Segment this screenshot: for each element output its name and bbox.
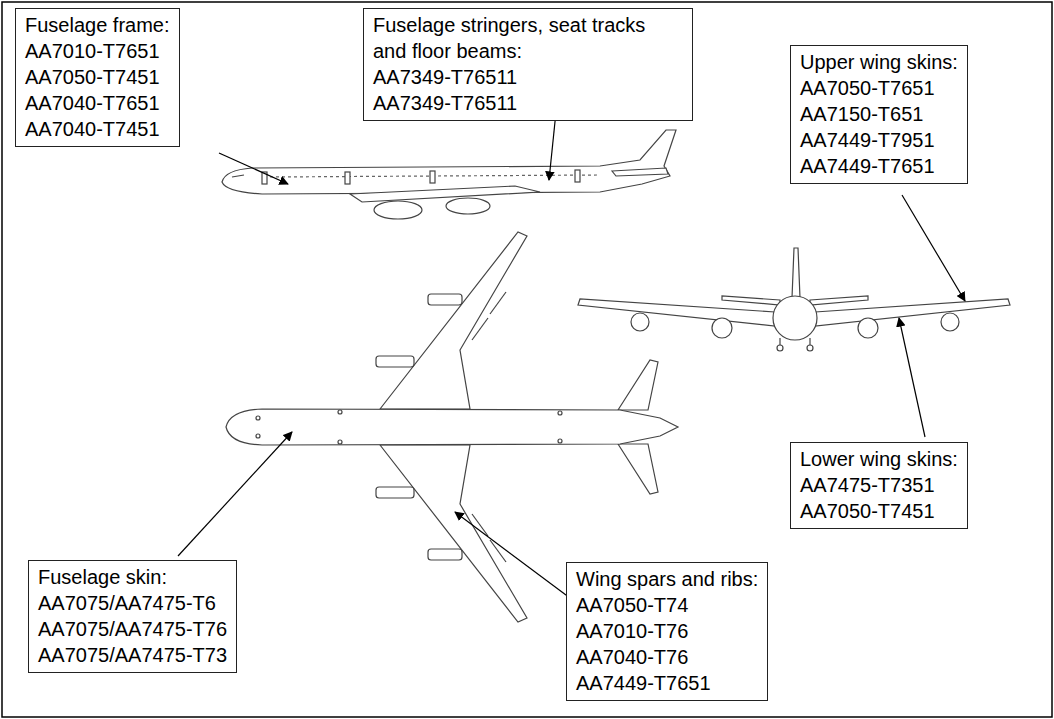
alloy-designation: AA7040-T76 [576,644,758,670]
callout-box: Fuselage frame:AA7010-T7651AA7050-T7451A… [15,8,180,147]
alloy-designation: AA7449-T7951 [800,127,958,153]
alloy-designation: AA7349-T76511 [373,90,683,116]
alloy-designation: AA7075/AA7475-T73 [38,642,227,668]
leader-line [178,432,292,556]
box-heading: Fuselage frame: [25,12,170,38]
leader-line [549,112,556,180]
alloy-designation: AA7075/AA7475-T6 [38,590,227,616]
alloy-designation: AA7050-T74 [576,592,758,618]
side-view-aircraft [222,130,676,219]
callout-box: Fuselage stringers, seat tracks and floo… [363,8,693,121]
alloy-designation: AA7010-T7651 [25,38,170,64]
leader-line [902,195,965,301]
callout-box: Lower wing skins:AA7475-T7351AA7050-T745… [790,442,968,529]
alloy-designation: AA7075/AA7475-T76 [38,616,227,642]
front-view-aircraft [578,248,1010,351]
alloy-designation: AA7050-T7451 [800,498,958,524]
alloy-designation: AA7449-T7651 [576,670,758,696]
alloy-designation: AA7040-T7651 [25,90,170,116]
alloy-designation: AA7475-T7351 [800,472,958,498]
alloy-designation: AA7050-T7651 [800,75,958,101]
alloy-designation: AA7010-T76 [576,618,758,644]
alloy-designation: AA7349-T76511 [373,64,683,90]
leader-line [899,318,925,437]
alloy-designation: AA7449-T7651 [800,153,958,179]
box-heading: Upper wing skins: [800,49,958,75]
box-heading: Fuselage skin: [38,564,227,590]
callout-box: Upper wing skins:AA7050-T7651AA7150-T651… [790,45,968,184]
box-heading: Lower wing skins: [800,446,958,472]
alloy-designation: AA7050-T7451 [25,64,170,90]
leader-line [219,153,288,184]
alloy-designation: AA7040-T7451 [25,116,170,142]
callout-box: Wing spars and ribs:AA7050-T74AA7010-T76… [566,562,768,701]
box-heading: Wing spars and ribs: [576,566,758,592]
leader-line [455,512,570,598]
callout-box: Fuselage skin:AA7075/AA7475-T6AA7075/AA7… [28,560,237,673]
box-heading: Fuselage stringers, seat tracks and floo… [373,12,683,64]
alloy-designation: AA7150-T651 [800,101,958,127]
